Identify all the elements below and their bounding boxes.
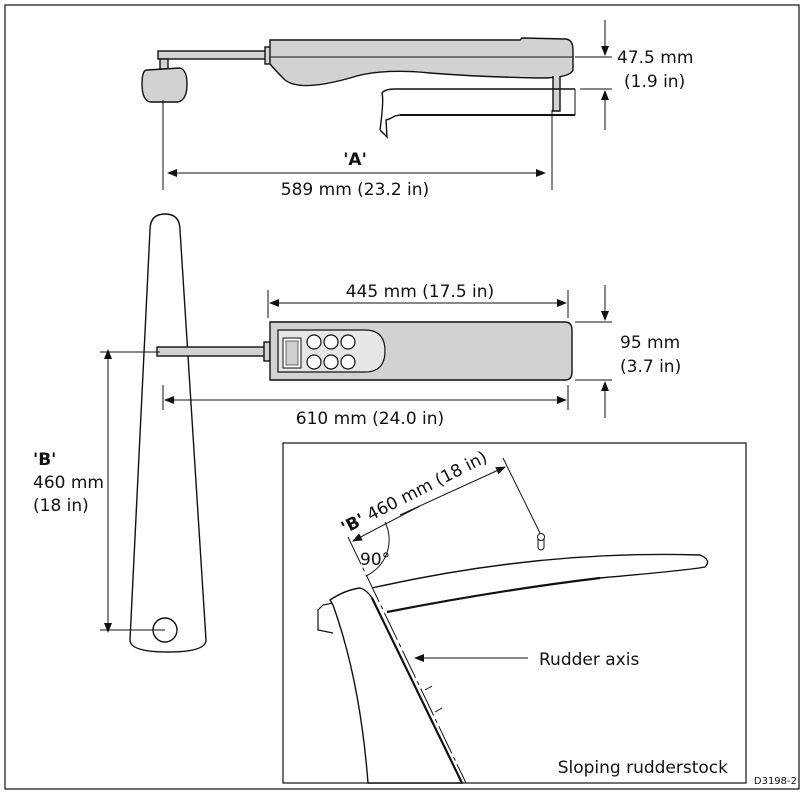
label-a: 'A' <box>343 150 367 170</box>
keypad-button <box>323 354 339 370</box>
tiller-socket-knob <box>141 67 188 103</box>
keypad-button <box>340 334 356 350</box>
tiller <box>129 213 207 653</box>
width-in: (3.7 in) <box>620 357 681 377</box>
figure-border <box>4 4 800 790</box>
inset-caption: Sloping rudderstock <box>558 758 728 778</box>
angle-90: 90° <box>360 550 390 570</box>
label-b: 'B' <box>33 450 56 470</box>
top-view: 'A' 589 mm (23.2 in) 47.5 mm (1.9 in) <box>141 20 693 200</box>
height-mm: 47.5 mm <box>617 48 693 68</box>
keypad-button <box>306 334 322 350</box>
push-rod <box>156 346 268 357</box>
keypad-button <box>340 354 356 370</box>
keypad-button <box>306 354 322 370</box>
length-445: 445 mm (17.5 in) <box>346 282 494 302</box>
b-mm: 460 mm <box>33 473 104 493</box>
rudderstock <box>329 587 464 784</box>
width-mm: 95 mm <box>620 333 680 353</box>
keypad-button <box>323 334 339 350</box>
length-589: 589 mm (23.2 in) <box>281 180 429 200</box>
side-view: 445 mm (17.5 in) 95 mm (3.7 in) 610 mm (… <box>33 213 681 653</box>
height-in: (1.9 in) <box>624 72 685 92</box>
sloping-rudderstock-inset: 'B' 460 mm (18 in) 90° Rudder axis Slopi… <box>282 442 747 784</box>
pilot-body-top <box>269 37 574 87</box>
rudder-axis-label: Rudder axis <box>539 650 639 670</box>
figure-id: D3198-2 <box>754 776 797 787</box>
push-rod <box>157 50 269 60</box>
length-610: 610 mm (24.0 in) <box>296 409 444 429</box>
b-in: (18 in) <box>33 496 89 516</box>
control-panel <box>277 329 386 373</box>
